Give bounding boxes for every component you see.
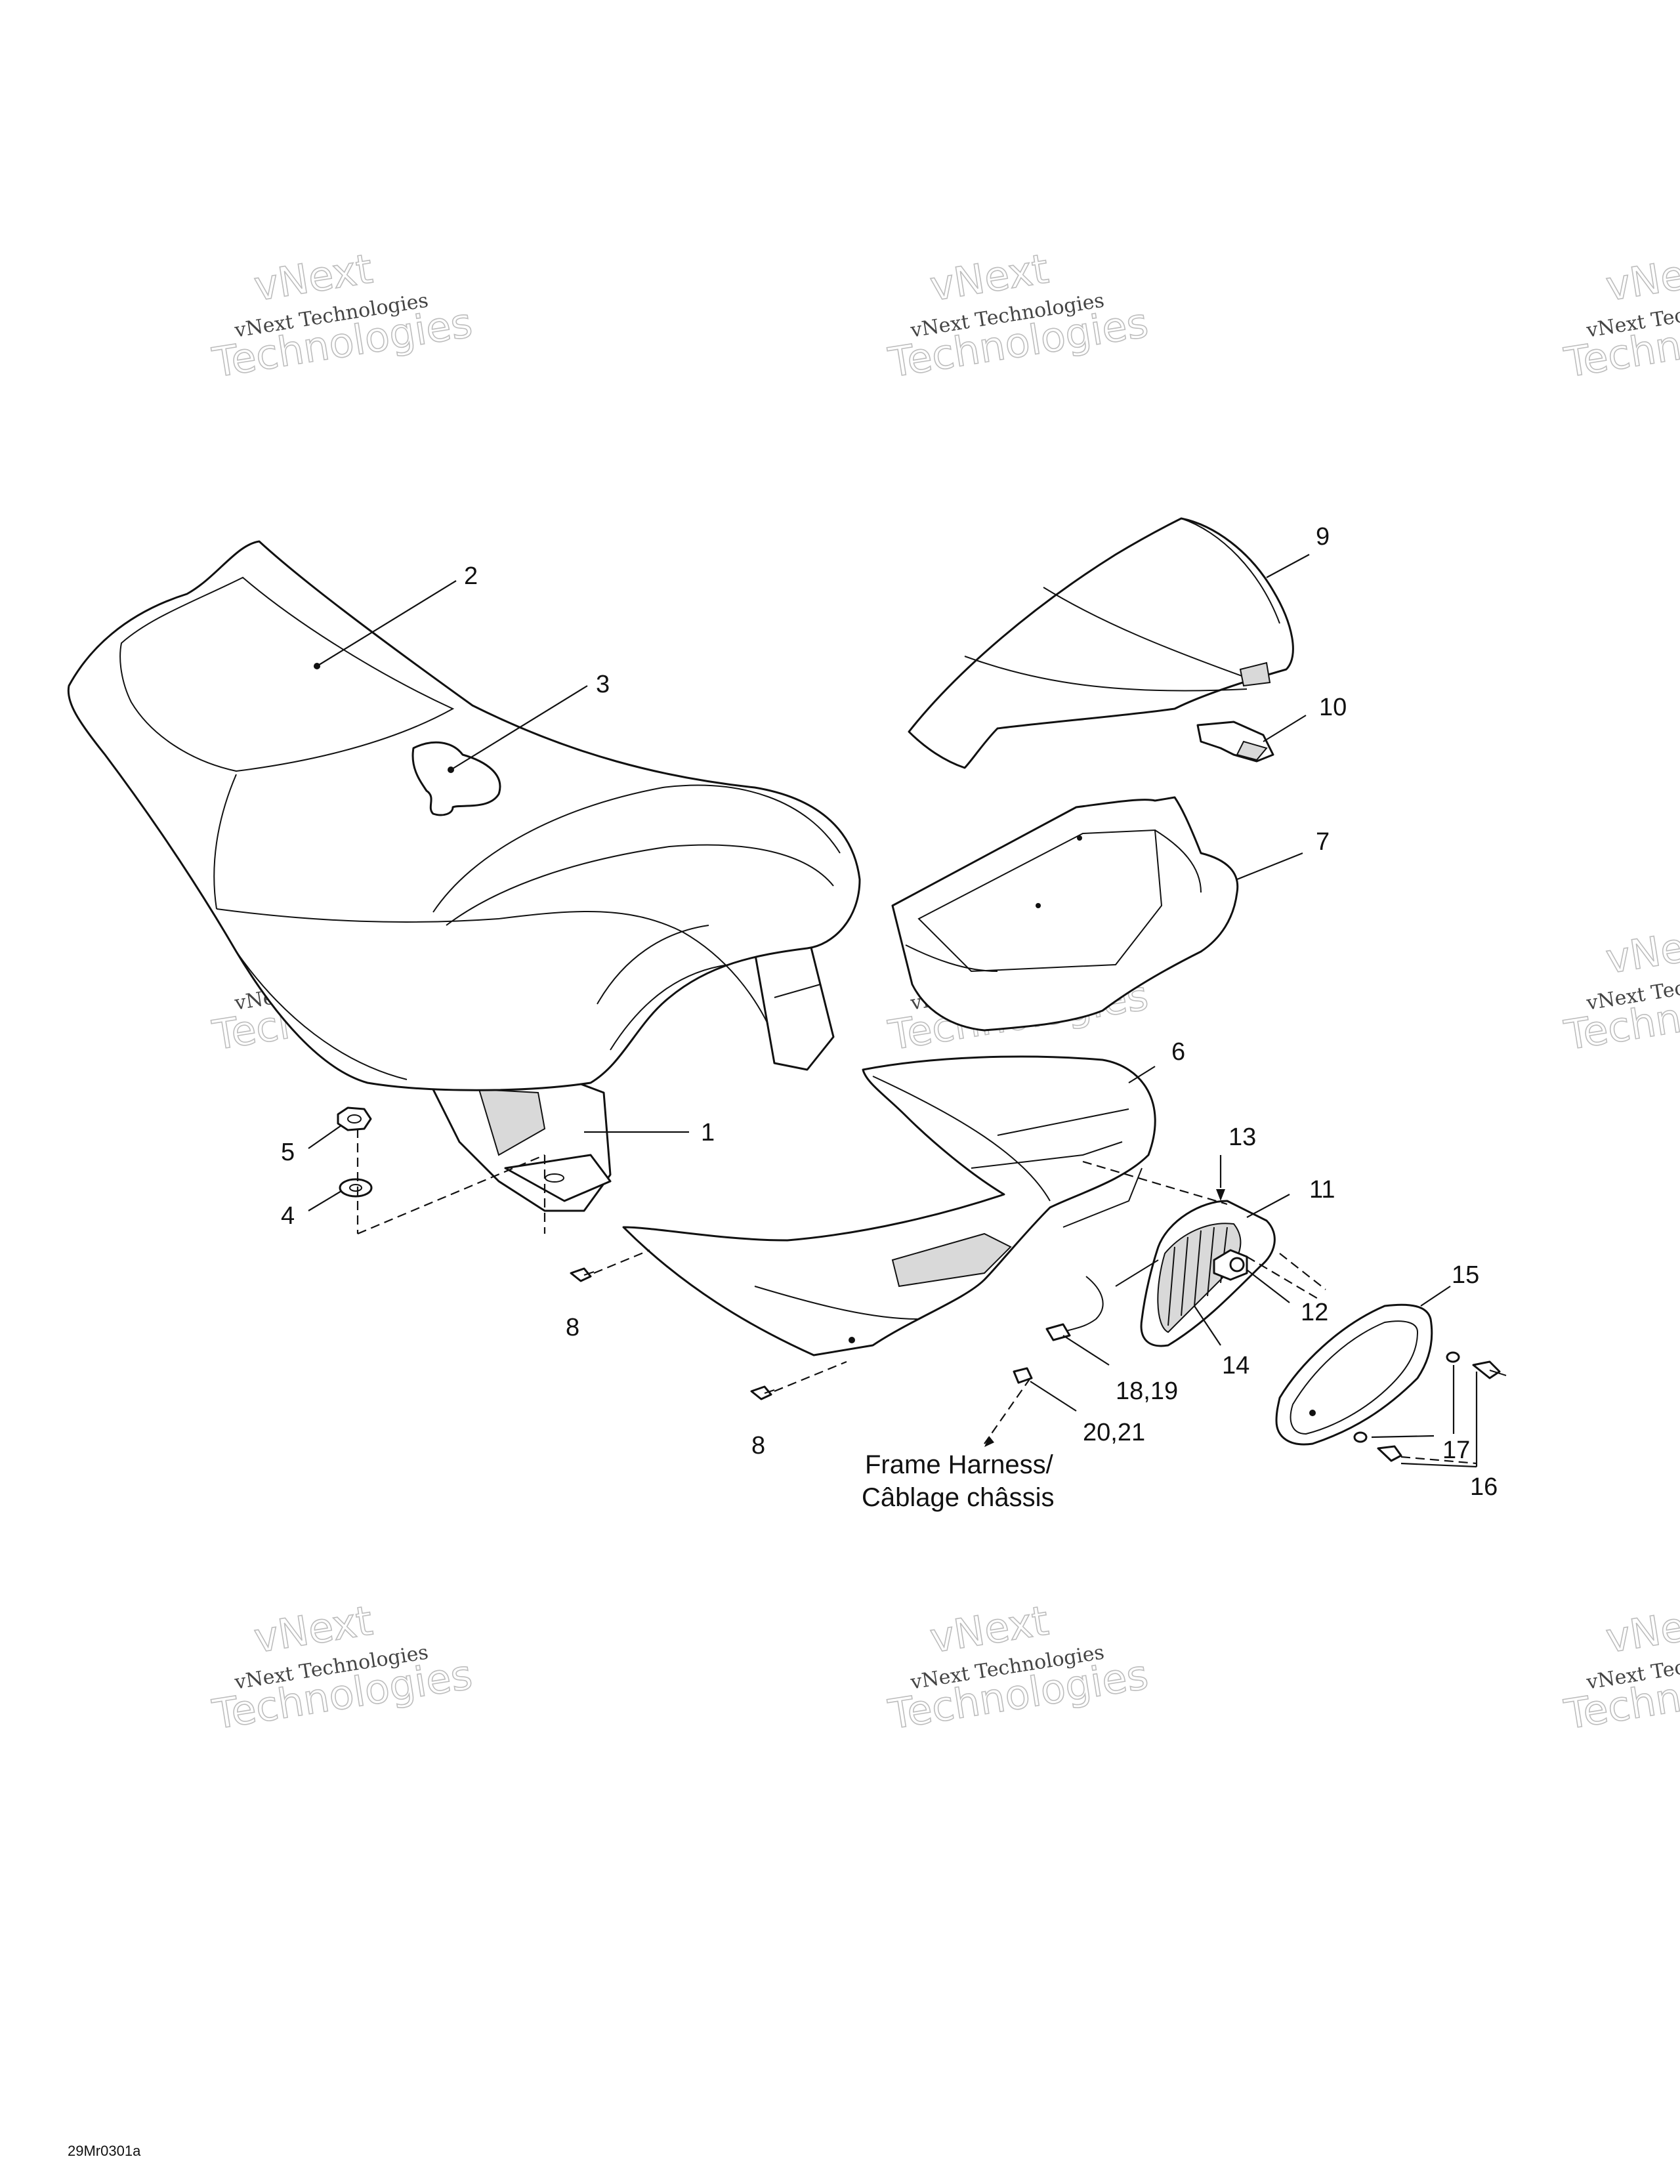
screw-part xyxy=(570,1267,775,1400)
callout-11: 11 xyxy=(1309,1176,1335,1204)
watermark: vNext vNext Technologies Technologies xyxy=(209,1596,476,1739)
lens-screw-part xyxy=(1353,1351,1507,1462)
washer-part xyxy=(339,1178,373,1198)
note-line-2: Câblage châssis xyxy=(862,1483,1055,1512)
callout-3: 3 xyxy=(596,671,610,698)
rear-cover-part xyxy=(908,517,1294,769)
watermark: vNext vNext Technologies Technologies xyxy=(1561,244,1680,387)
callout-16: 16 xyxy=(1470,1473,1498,1501)
callout-14: 14 xyxy=(1222,1352,1250,1379)
callout-7: 7 xyxy=(1316,828,1330,856)
callout-labels: 1 2 3 4 5 6 7 8 8 9 10 11 12 13 14 15 16… xyxy=(281,523,1498,1501)
callout-4: 4 xyxy=(281,1202,295,1230)
callout-8b: 8 xyxy=(751,1432,765,1460)
watermark: vNext vNext Technologies Technologies xyxy=(209,244,476,387)
watermark: vNext vNext Technologies Technologies xyxy=(1561,1596,1680,1739)
callout-15: 15 xyxy=(1452,1261,1479,1289)
taillight-lens-part xyxy=(1275,1303,1433,1446)
frame-harness-note: Frame Harness/ Câblage châssis xyxy=(862,1450,1055,1512)
wire-connector-part xyxy=(1013,1259,1159,1384)
callout-9: 9 xyxy=(1316,523,1330,551)
callout-17: 17 xyxy=(1442,1437,1470,1464)
tail-cover-part xyxy=(622,1055,1156,1356)
callout-6: 6 xyxy=(1171,1038,1185,1066)
assembly-lines xyxy=(356,1129,1477,1465)
callout-2: 2 xyxy=(464,562,478,590)
callout-10: 10 xyxy=(1319,694,1347,721)
watermark: vNext vNext Technologies Technologies xyxy=(885,244,1152,387)
svg-text:vNext: vNext xyxy=(1603,917,1680,982)
leader-lines xyxy=(308,554,1478,1468)
taillight-housing-part xyxy=(1140,1200,1276,1347)
storage-tray-part xyxy=(891,796,1239,1032)
callout-8a: 8 xyxy=(566,1314,579,1341)
callout-20-21: 20,21 xyxy=(1083,1419,1145,1446)
watermark: vNext vNext Technologies Technologies xyxy=(1561,917,1680,1060)
note-line-1: Frame Harness/ xyxy=(865,1450,1054,1479)
seat-base-part xyxy=(425,931,835,1212)
nut-part xyxy=(337,1106,372,1131)
callout-5: 5 xyxy=(281,1139,295,1166)
callout-13: 13 xyxy=(1228,1124,1256,1151)
svg-text:vNext: vNext xyxy=(1603,1596,1680,1662)
drawing-code: 29Mr0301a xyxy=(68,2143,141,2159)
callout-12: 12 xyxy=(1301,1299,1328,1326)
callout-18-19: 18,19 xyxy=(1116,1377,1178,1405)
svg-text:vNext: vNext xyxy=(1603,244,1680,310)
seat-part xyxy=(67,540,861,1091)
callout-1: 1 xyxy=(701,1119,715,1146)
watermark: vNext vNext Technologies Technologies xyxy=(885,1596,1152,1739)
latch-part xyxy=(1196,721,1274,763)
